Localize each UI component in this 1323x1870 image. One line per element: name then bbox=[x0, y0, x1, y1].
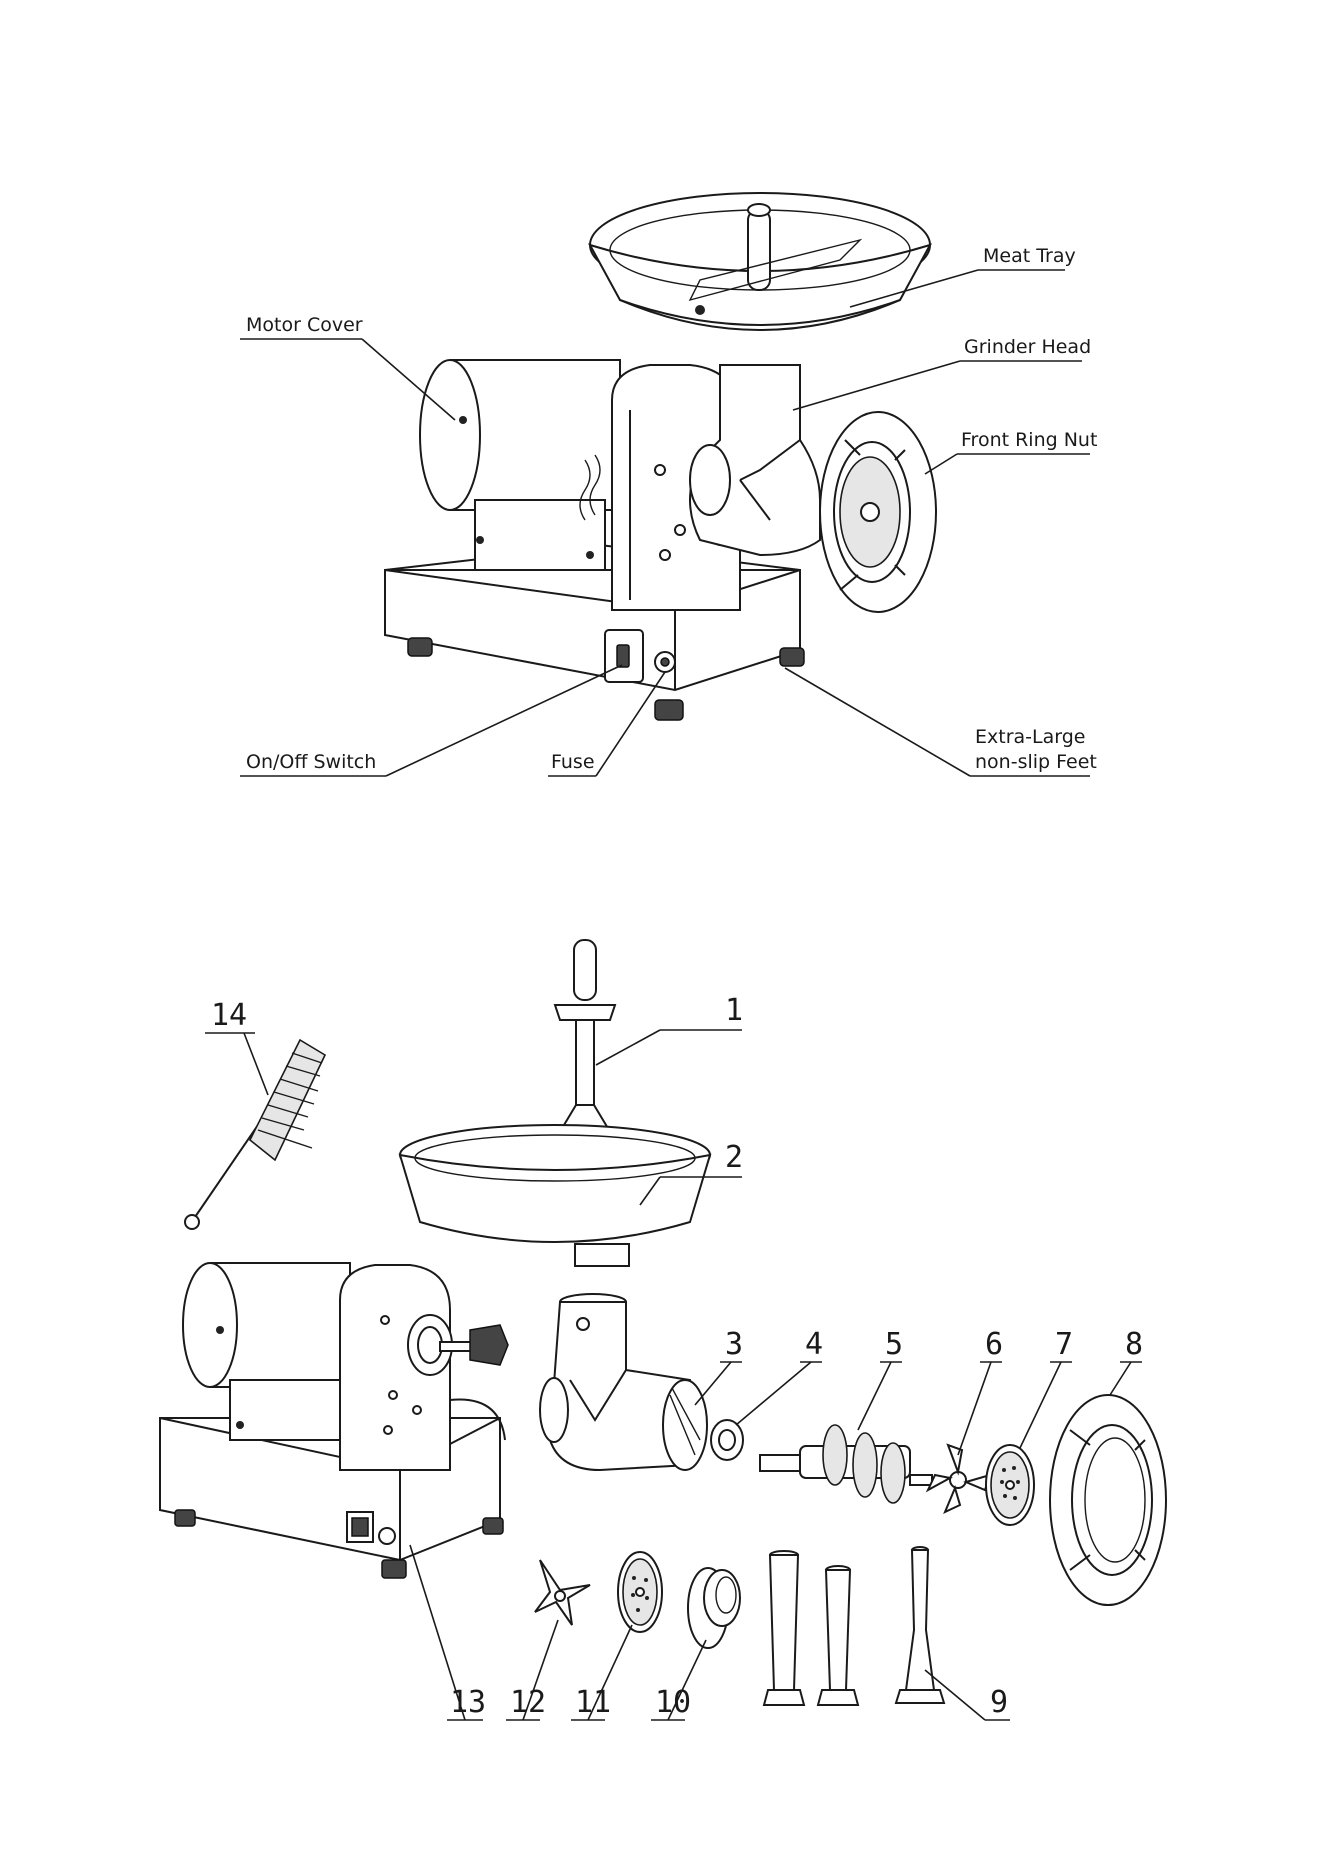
part-13-motor-unit bbox=[160, 1263, 508, 1578]
motor-cover-drawing bbox=[420, 360, 620, 570]
callout-10: 10 bbox=[651, 1640, 706, 1720]
number-9: 9 bbox=[990, 1685, 1008, 1720]
sausage-tube-medium bbox=[818, 1566, 858, 1705]
label-motor-cover: Motor Cover bbox=[246, 314, 363, 336]
callout-8: 8 bbox=[1110, 1327, 1143, 1395]
callout-12: 12 bbox=[506, 1620, 558, 1720]
fuse-drawing bbox=[655, 652, 675, 672]
number-4: 4 bbox=[805, 1327, 823, 1362]
label-feet-line1: Extra-Large bbox=[975, 726, 1085, 748]
part-3-grinder-head bbox=[540, 1294, 707, 1470]
part-1-food-pusher bbox=[555, 940, 615, 1144]
number-11: 11 bbox=[575, 1685, 611, 1720]
number-10: 10 bbox=[655, 1685, 691, 1720]
part-5-auger bbox=[760, 1425, 932, 1503]
number-7: 7 bbox=[1055, 1327, 1073, 1362]
number-14: 14 bbox=[211, 998, 247, 1033]
number-2: 2 bbox=[725, 1140, 743, 1175]
callout-14: 14 bbox=[205, 998, 268, 1095]
number-12: 12 bbox=[510, 1685, 546, 1720]
part-10-sausage-adapter bbox=[688, 1568, 740, 1648]
callout-3: 3 bbox=[695, 1327, 743, 1405]
label-fuse: Fuse bbox=[551, 751, 595, 773]
callout-4: 4 bbox=[736, 1327, 823, 1425]
assembled-grinder-drawing bbox=[385, 193, 936, 720]
front-ring-nut-drawing bbox=[820, 412, 936, 612]
callout-front-ring-nut: Front Ring Nut bbox=[925, 429, 1097, 474]
label-feet-line2: non-slip Feet bbox=[975, 751, 1097, 773]
part-14-cleaning-brush bbox=[185, 1040, 325, 1229]
callout-non-slip-feet: Extra-Large non-slip Feet bbox=[785, 668, 1097, 776]
number-1: 1 bbox=[725, 993, 743, 1028]
meat-tray-drawing bbox=[590, 193, 930, 330]
label-on-off-switch: On/Off Switch bbox=[246, 751, 376, 773]
callout-fuse: Fuse bbox=[548, 672, 665, 776]
sausage-tube-large bbox=[764, 1551, 804, 1705]
callout-11: 11 bbox=[571, 1625, 632, 1720]
number-5: 5 bbox=[885, 1327, 903, 1362]
callout-13: 13 bbox=[410, 1545, 486, 1720]
callout-5: 5 bbox=[858, 1327, 903, 1430]
callout-6: 6 bbox=[958, 1327, 1003, 1455]
part-2-meat-tray bbox=[400, 1125, 710, 1266]
number-6: 6 bbox=[985, 1327, 1003, 1362]
label-front-ring-nut: Front Ring Nut bbox=[961, 429, 1097, 451]
callout-grinder-head: Grinder Head bbox=[793, 336, 1091, 410]
part-12-star-knife bbox=[535, 1560, 590, 1625]
number-8: 8 bbox=[1125, 1327, 1143, 1362]
part-4-bushing bbox=[711, 1420, 743, 1460]
callout-1: 1 bbox=[596, 993, 743, 1065]
on-off-switch-drawing bbox=[605, 630, 643, 682]
base-drawing bbox=[385, 545, 804, 720]
part-11-grinding-plate bbox=[618, 1552, 662, 1632]
label-grinder-head: Grinder Head bbox=[964, 336, 1091, 358]
part-9-sausage-tubes bbox=[764, 1547, 944, 1705]
number-3: 3 bbox=[725, 1327, 743, 1362]
part-7-grinding-plate bbox=[986, 1445, 1034, 1525]
part-6-cross-knife bbox=[928, 1445, 990, 1512]
label-meat-tray: Meat Tray bbox=[983, 245, 1076, 267]
part-8-front-ring-nut bbox=[1050, 1395, 1166, 1605]
